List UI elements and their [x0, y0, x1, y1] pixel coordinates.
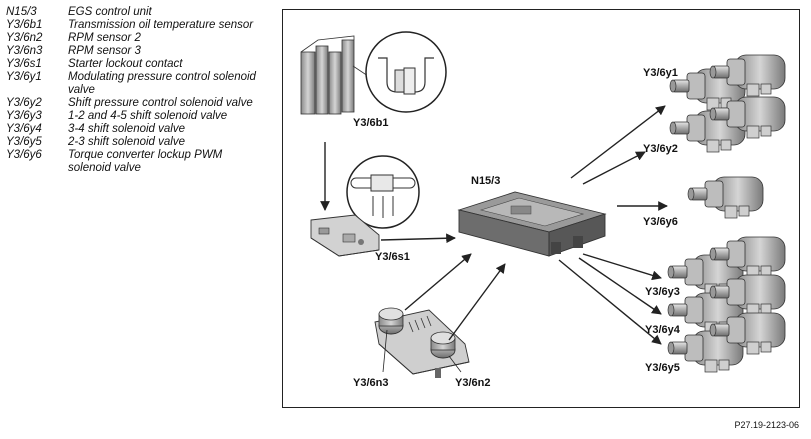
legend-row-n153: N15/3 EGS control unit: [6, 6, 268, 19]
legend-code: Y3/6y6: [6, 149, 42, 161]
legend-row-y36y2: Y3/6y2 Shift pressure control solenoid va…: [6, 97, 268, 110]
legend-desc: 2-3 shift solenoid valve: [68, 136, 185, 148]
temperature-sensor-illustration: [300, 35, 355, 115]
legend-desc: Transmission oil temperature sensor: [68, 19, 254, 31]
legend-row-y36y6: Y3/6y6 Torque converter lockup PWM soleno…: [6, 149, 268, 175]
arrow-control-unit-to-y36y2: [582, 151, 646, 185]
temperature-sensor-detail-magnifier: [352, 31, 447, 113]
figure-reference: P27.19-2123-06: [734, 420, 799, 430]
starter-lockout-contact-illustration: [310, 214, 380, 257]
legend-desc: 1-2 and 4-5 shift solenoid valve: [68, 110, 228, 122]
label-y36b1: Y3/6b1: [353, 117, 388, 129]
legend-code: Y3/6b1: [6, 19, 43, 31]
starter-lockout-contact-detail-magnifier: [344, 155, 420, 237]
legend-desc: Shift pressure control solenoid valve: [68, 97, 253, 109]
legend-row-y36y5: Y3/6y5 2-3 shift solenoid valve: [6, 136, 268, 149]
legend-code: Y3/6y1: [6, 71, 42, 83]
diagram-frame: Y3/6b1 Y3/6s1 N15/3 Y3/6n3 Y3/6n2 Y3/6y1…: [282, 9, 800, 408]
arrow-control-unit-to-y36y3: [582, 253, 662, 281]
legend-desc: Starter lockout contact: [68, 58, 183, 70]
legend-row-y36y3: Y3/6y3 1-2 and 4-5 shift solenoid valve: [6, 110, 268, 123]
egs-control-unit-illustration: [457, 191, 607, 257]
component-legend: N15/3 EGS control unit Y3/6b1 Transmission…: [6, 6, 268, 175]
label-y36y2: Y3/6y2: [643, 143, 678, 155]
legend-row-y36n3: Y3/6n3 RPM sensor 3: [6, 45, 268, 58]
label-y36y5: Y3/6y5: [645, 362, 680, 374]
legend-desc: Modulating pressure control solenoid val…: [68, 71, 256, 96]
label-y36y6: Y3/6y6: [643, 216, 678, 228]
legend-code: Y3/6s1: [6, 58, 42, 70]
legend-desc: RPM sensor 3: [68, 45, 141, 57]
arrow-rpm-sensor3-to-control-unit: [404, 253, 472, 311]
arrow-control-unit-to-y36y1: [570, 105, 666, 179]
legend-code: Y3/6y4: [6, 123, 42, 135]
legend-code: Y3/6n3: [6, 45, 43, 57]
arrow-contact-to-control-unit: [380, 233, 456, 244]
label-y36s1: Y3/6s1: [375, 251, 410, 263]
label-y36n3: Y3/6n3: [353, 377, 388, 389]
arrow-rpm-sensor2-to-control-unit: [448, 263, 506, 341]
label-n153: N15/3: [471, 175, 500, 187]
legend-row-y36b1: Y3/6b1 Transmission oil temperature senso…: [6, 19, 268, 32]
label-y36y4: Y3/6y4: [645, 324, 681, 336]
legend-row-y36s1: Y3/6s1 Starter lockout contact: [6, 58, 268, 71]
legend-desc: Torque converter lockup PWM solenoid val…: [68, 149, 223, 174]
legend-code: Y3/6y3: [6, 110, 42, 122]
legend-code: Y3/6n2: [6, 32, 43, 44]
legend-code: Y3/6y2: [6, 97, 42, 109]
valve-y36y6: [687, 176, 764, 219]
legend-row-y36y4: Y3/6y4 3-4 shift solenoid valve: [6, 123, 268, 136]
legend-code: N15/3: [6, 6, 37, 18]
label-y36y3: Y3/6y3: [645, 286, 680, 298]
legend-code: Y3/6y5: [6, 136, 42, 148]
arrow-control-unit-to-y36y5: [558, 259, 662, 345]
legend-row-y36y1: Y3/6y1 Modulating pressure control soleno…: [6, 71, 268, 97]
legend-row-y36n2: Y3/6n2 RPM sensor 2: [6, 32, 268, 45]
legend-desc: EGS control unit: [68, 6, 152, 18]
label-y36y1: Y3/6y1: [643, 67, 678, 79]
legend-desc: 3-4 shift solenoid valve: [68, 123, 185, 135]
label-y36n2: Y3/6n2: [455, 377, 490, 389]
component-diagram: Y3/6b1 Y3/6s1 N15/3 Y3/6n3 Y3/6n2 Y3/6y1…: [300, 31, 786, 389]
rpm-sensor-assembly-illustration: [374, 307, 470, 378]
arrow-control-unit-to-y36y4: [578, 257, 662, 315]
legend-desc: RPM sensor 2: [68, 32, 141, 44]
